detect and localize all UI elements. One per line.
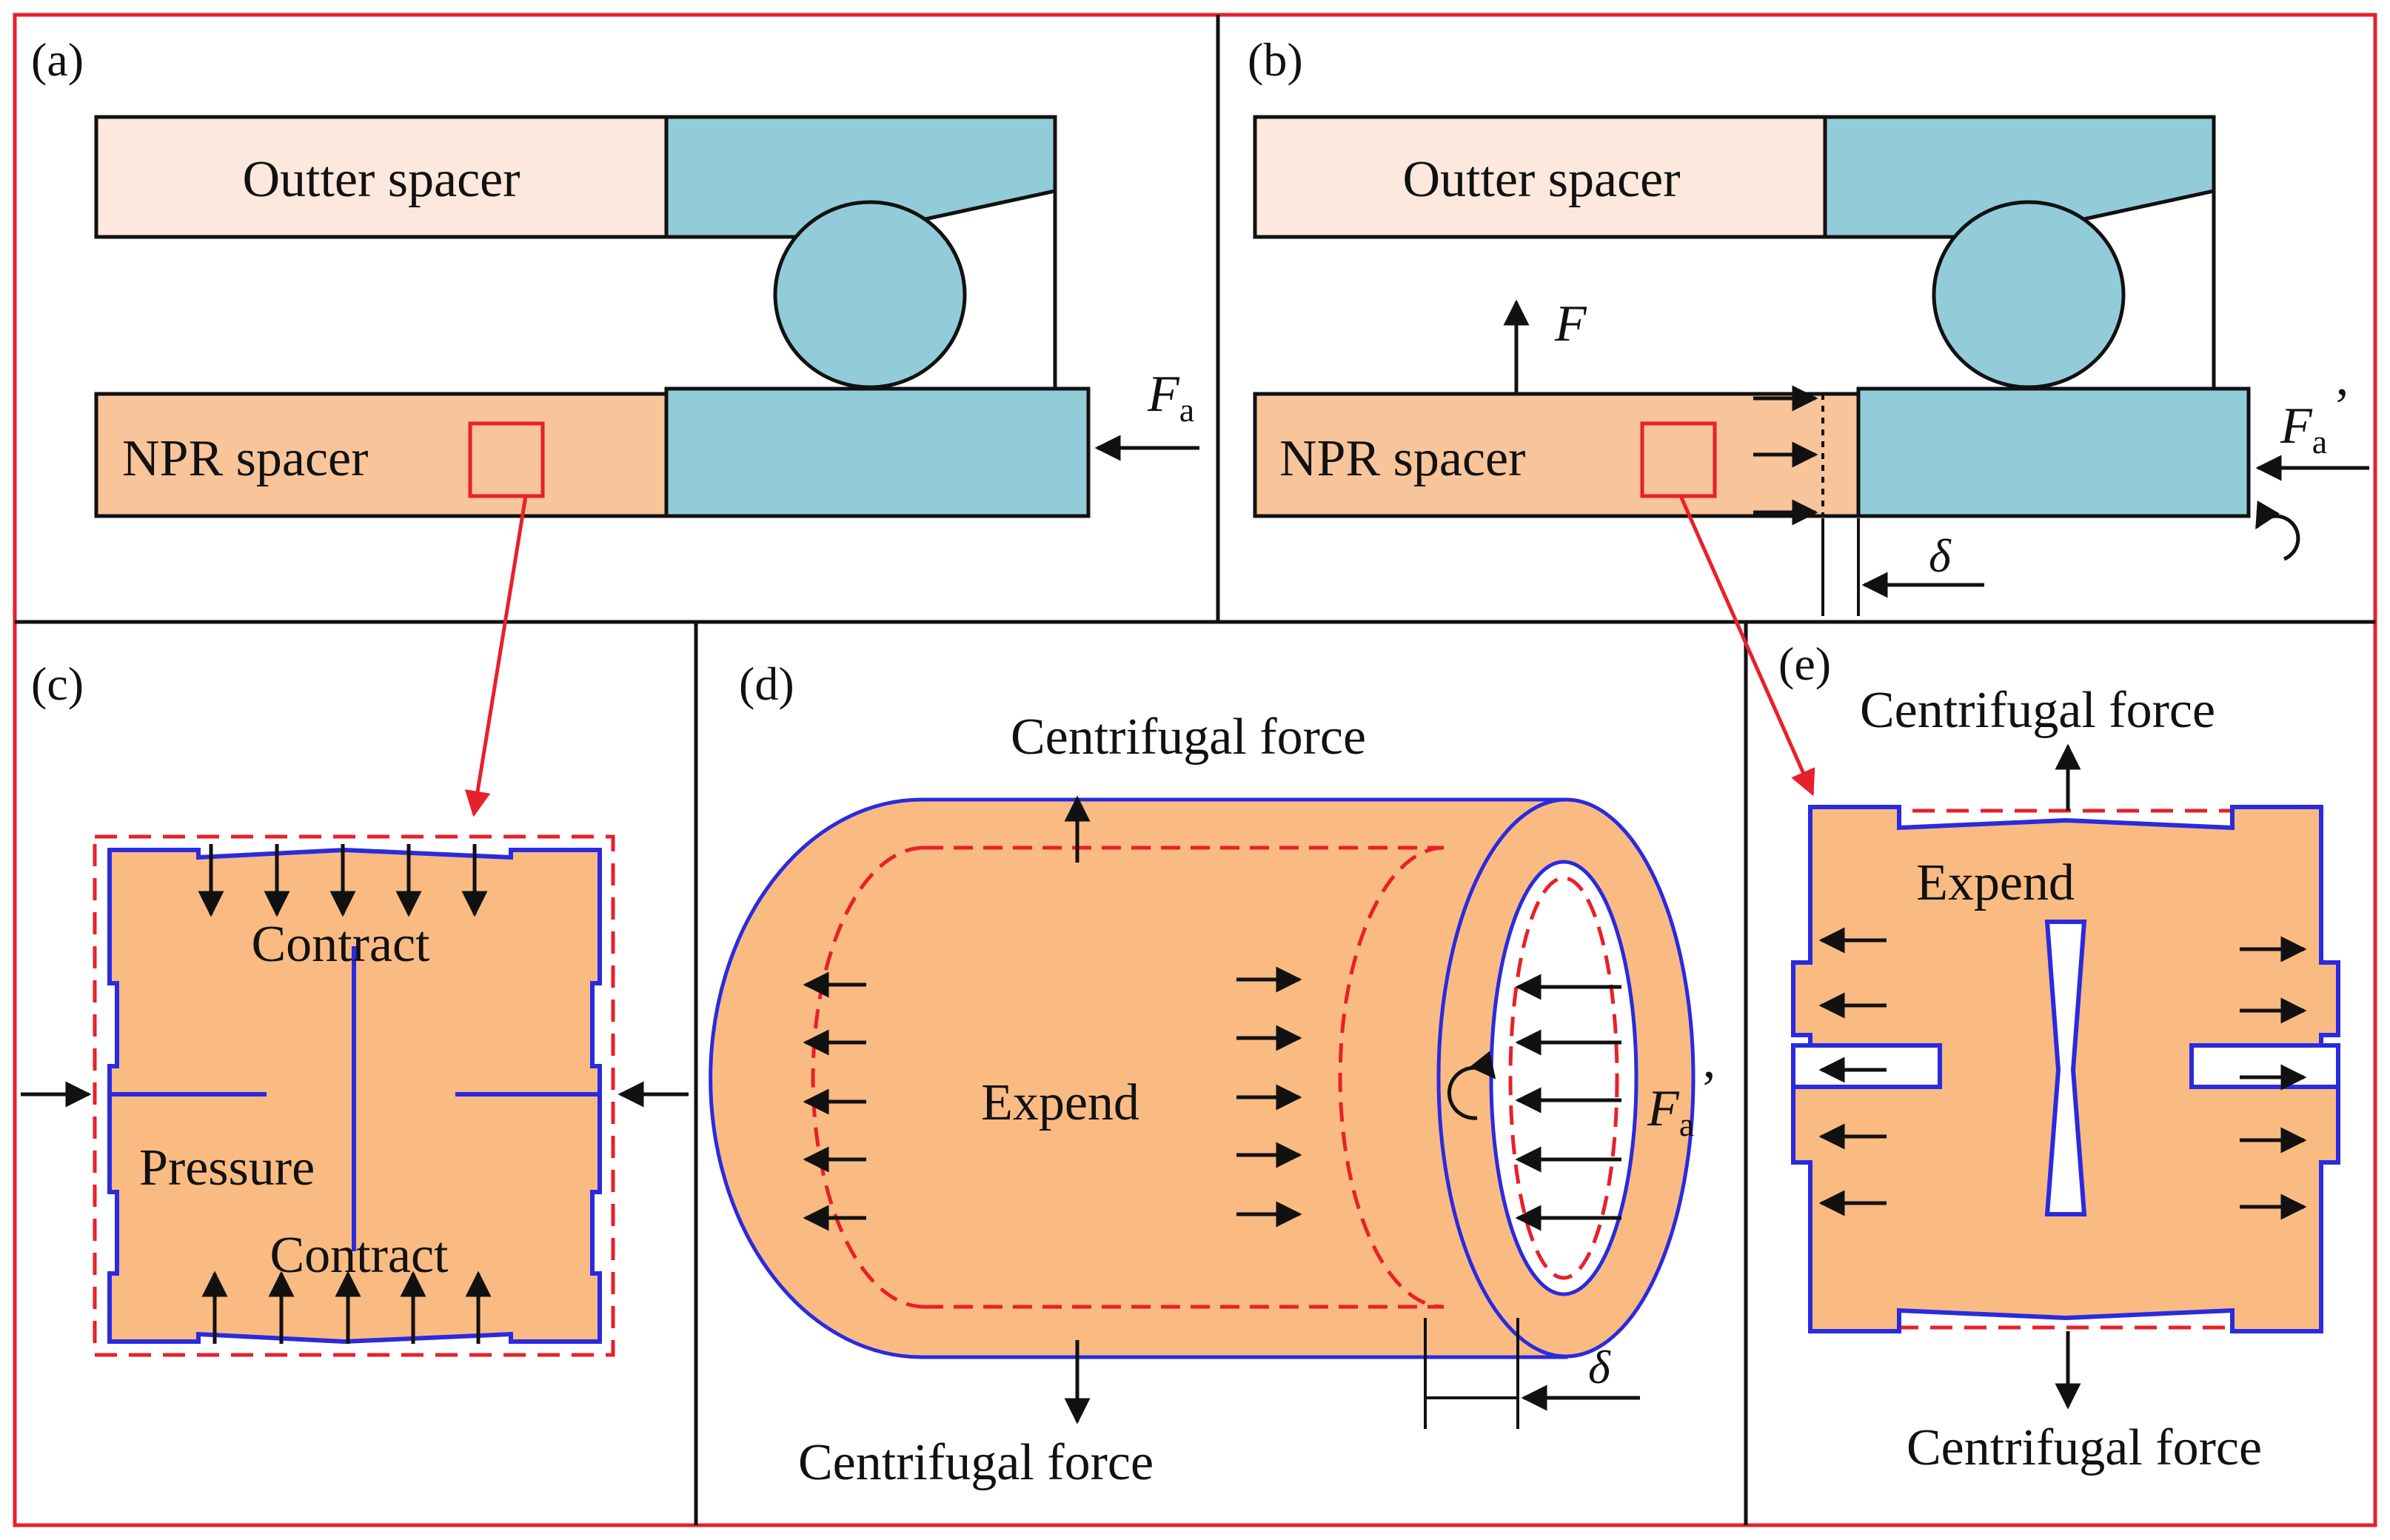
cell-slot-right <box>2189 1043 2340 1089</box>
panel-b-tag: (b) <box>1248 33 1303 86</box>
outer-spacer-label: Outter spacer <box>1402 151 1680 208</box>
axial-force-label: Fa’ <box>2280 378 2351 461</box>
centrifugal-bottom-label: Centrifugal force <box>798 1434 1154 1491</box>
centrifugal-top-label: Centrifugal force <box>1860 682 2215 739</box>
axial-force-arrows <box>1515 974 1621 1231</box>
panel-d-tag: (d) <box>739 657 794 710</box>
expand-arrows-right <box>1236 966 1302 1228</box>
panel-d: (d) <box>709 657 1718 1491</box>
expand-arrows-left <box>1818 927 1887 1216</box>
panel-a: (a) Outter spacer NPR spacer Fa <box>31 33 1199 518</box>
panel-c: (c) Contract Pressure Contract <box>21 657 689 1357</box>
undeformed-tube-outline <box>811 846 1444 1309</box>
radial-force-label: F <box>1554 295 1587 352</box>
expand-arrows-left <box>803 971 866 1231</box>
panel-a-tag: (a) <box>31 33 84 86</box>
panel-e-tag: (e) <box>1778 637 1831 690</box>
inner-ring <box>664 386 1091 518</box>
zoom-connector-a-to-c <box>464 495 528 817</box>
rolling-ball <box>773 200 967 389</box>
outer-spacer-label: Outter spacer <box>242 151 520 208</box>
npr-cell-marker <box>468 421 545 498</box>
axial-force-label: Fa’ <box>1647 1061 1718 1143</box>
npr-spacer-label: NPR spacer <box>122 430 368 487</box>
expend-label: Expend <box>1916 854 2075 911</box>
spacer-tube-body <box>709 797 1568 1359</box>
pressure-label: Pressure <box>139 1139 315 1196</box>
outer-spacer <box>94 115 669 239</box>
tube-bore <box>1489 860 1638 1296</box>
expend-label: Expend <box>981 1074 1139 1131</box>
npr-spacer-label: NPR spacer <box>1279 430 1525 487</box>
expand-arrows-right <box>2240 936 2307 1220</box>
undeformed-tube-outline <box>1338 846 1445 1309</box>
cell-slot-vertical <box>2044 920 2087 1216</box>
delta-label: δ <box>1588 1341 1611 1393</box>
panel-e: (e) Centrifugal force Centrifugal force … <box>1778 637 2340 1476</box>
contract-top-label: Contract <box>251 916 430 973</box>
centrifugal-top-label: Centrifugal force <box>1011 709 1366 766</box>
rotation-icon <box>1447 1051 1496 1120</box>
centrifugal-bottom-label: Centrifugal force <box>1907 1419 2262 1476</box>
npr-spacer <box>94 392 669 518</box>
undeformed-bore-outline <box>1508 876 1619 1280</box>
npr-cell-marker <box>1640 421 1717 498</box>
inner-ring <box>1856 386 2251 518</box>
axial-force-label: Fa <box>1147 366 1194 429</box>
panel-b: (b) Outter spacer NPR spacer F Fa’ δ <box>1248 33 2369 616</box>
cell-slot-left <box>1791 1043 1942 1089</box>
contract-arrows-bottom <box>201 1270 492 1344</box>
zoom-connector-b-to-e <box>1678 495 1815 797</box>
figure-frame <box>13 13 2377 1527</box>
delta-label: δ <box>1929 529 1952 582</box>
contract-arrows-top <box>198 844 488 917</box>
outer-spacer <box>1253 115 1827 239</box>
rotation-icon <box>2255 500 2300 561</box>
panel-c-tag: (c) <box>31 657 84 710</box>
rolling-ball <box>1932 200 2126 389</box>
contract-bottom-label: Contract <box>270 1227 449 1284</box>
undeformed-outline <box>93 834 615 1357</box>
